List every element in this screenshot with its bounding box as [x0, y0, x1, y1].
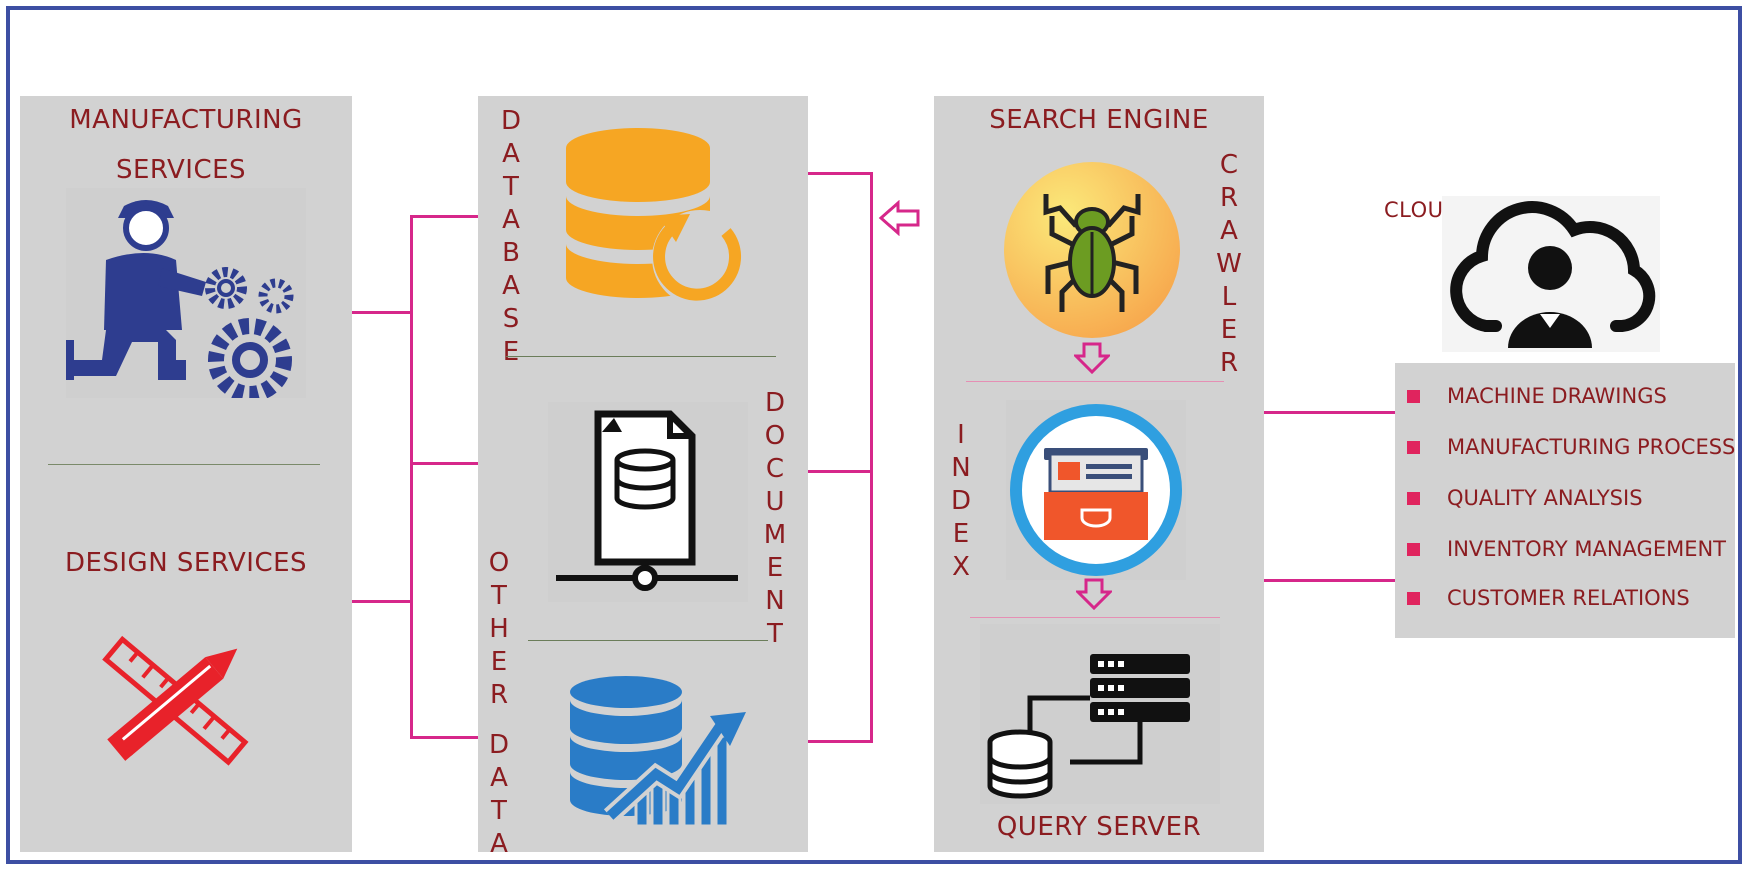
down-arrow-icon-2 [1076, 578, 1112, 610]
list-bullet [1407, 389, 1420, 403]
index-archive-icon [1006, 400, 1186, 580]
connector-line [1264, 411, 1395, 414]
list-item-label: INVENTORY MANAGEMENT [1447, 537, 1727, 561]
connector-line [808, 470, 872, 473]
list-bullet [1407, 542, 1420, 556]
other-label: OTHER [484, 548, 514, 713]
services-divider [48, 464, 320, 465]
query-server-icon [980, 624, 1220, 804]
search-engine-title: SEARCH ENGINE [989, 105, 1209, 135]
connector-line [808, 740, 872, 743]
connector-line [410, 215, 413, 738]
list-item: QUALITY ANALYSIS [1407, 483, 1643, 513]
list-item-label: MACHINE DRAWINGS [1447, 384, 1667, 408]
connector-line [1264, 579, 1395, 582]
crawler-label: CRAWLER [1214, 150, 1244, 381]
design-services-title: DESIGN SERVICES [64, 548, 308, 578]
document-divider [528, 640, 768, 641]
list-item: CUSTOMER RELATIONS [1407, 583, 1690, 613]
crawler-divider [966, 381, 1224, 382]
database-divider [506, 356, 776, 357]
list-bullet [1407, 491, 1420, 505]
list-bullet [1407, 591, 1420, 605]
database-growth-chart-icon [570, 676, 746, 826]
database-refresh-icon [566, 128, 748, 306]
cloud-user-services-list: MACHINE DRAWINGS MANUFACTURING PROCESS Q… [1395, 363, 1735, 638]
worker-gears-icon [66, 188, 306, 398]
spider-crawler-icon [1004, 162, 1180, 338]
pencil-ruler-icon [102, 635, 249, 766]
data-label: DATA [484, 730, 514, 862]
index-label: INDEX [946, 420, 976, 585]
down-arrow-icon [1074, 342, 1110, 374]
connector-line [870, 172, 873, 743]
connector-line [410, 462, 478, 465]
list-item-label: QUALITY ANALYSIS [1447, 486, 1643, 510]
list-item: MACHINE DRAWINGS [1407, 381, 1667, 411]
query-server-title: QUERY SERVER [996, 812, 1202, 842]
list-bullet [1407, 440, 1420, 454]
left-arrow-icon [878, 200, 920, 236]
outer-frame [6, 6, 1742, 864]
list-item-label: CUSTOMER RELATIONS [1447, 586, 1690, 610]
connector-line [352, 600, 412, 603]
document-database-icon [548, 402, 748, 602]
index-divider [970, 617, 1220, 618]
connector-line [410, 736, 478, 739]
manufacturing-title-line2: SERVICES [115, 155, 247, 185]
list-item: INVENTORY MANAGEMENT [1407, 534, 1726, 564]
cloud-user-icon [1442, 196, 1660, 352]
manufacturing-title-line1: MANUFACTURING [69, 105, 303, 135]
database-label: DATABASE [496, 106, 526, 370]
list-item: MANUFACTURING PROCESS [1407, 432, 1735, 462]
connector-line [410, 215, 478, 218]
document-label: DOCUMENT [760, 388, 790, 652]
connector-line [352, 311, 412, 314]
connector-line [808, 172, 872, 175]
list-item-label: MANUFACTURING PROCESS [1447, 435, 1736, 459]
